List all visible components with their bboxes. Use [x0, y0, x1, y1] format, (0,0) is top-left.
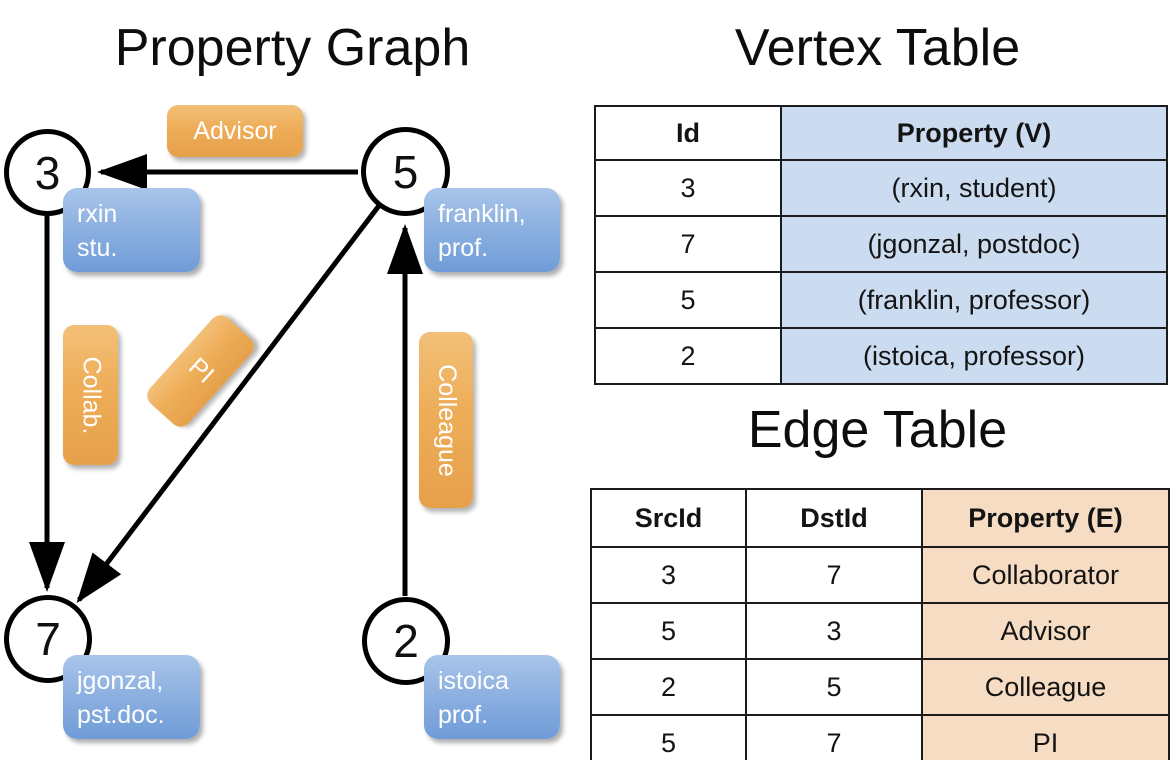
edge-table-cell-dstid: 7 — [745, 714, 923, 760]
vertex-table-cell-id: 5 — [594, 271, 782, 329]
vertex-property-box-jgonzal: jgonzal, pst.doc. — [63, 655, 200, 739]
table-row[interactable]: 2 5 Colleague — [590, 658, 1170, 716]
vertex-table-header-id: Id — [594, 105, 782, 161]
edge-label-advisor: Advisor — [167, 105, 303, 157]
table-row[interactable]: 3 (rxin, student) — [594, 159, 1168, 217]
edge-table-cell-property: Advisor — [921, 602, 1170, 660]
edge-table-cell-srcid: 5 — [590, 602, 747, 660]
vertex-table-cell-id: 2 — [594, 327, 782, 385]
property-graph-panel: Property Graph 3 5 7 — [4, 19, 560, 739]
edge-table-cell-dstid: 7 — [745, 546, 923, 604]
vertex-table-cell-property: (istoica, professor) — [780, 327, 1168, 385]
vertex-table-header-property: Property (V) — [780, 105, 1168, 161]
vertex-table-header-row: Id Property (V) — [594, 105, 1168, 161]
edge-table-header-dstid: DstId — [745, 488, 923, 548]
edge-label-colleague: Colleague — [419, 332, 473, 508]
page-title-property-graph: Property Graph — [114, 19, 471, 77]
edge-label-collab: Collab. — [63, 325, 118, 465]
table-row[interactable]: 5 7 PI — [590, 714, 1170, 760]
page-title-vertex-table: Vertex Table — [734, 19, 1021, 77]
vertex-property-box-istoica: istoica prof. — [424, 655, 560, 739]
edge-5-to-7 — [76, 201, 383, 604]
page-title-edge-table: Edge Table — [747, 401, 1008, 459]
graph-edges-svg — [28, 153, 424, 604]
edge-label-advisor-text: Advisor — [193, 116, 277, 145]
table-row[interactable]: 3 7 Collaborator — [590, 546, 1170, 604]
edge-label-pi-text: PI — [182, 352, 219, 389]
vertex-table: Id Property (V) 3 (rxin, student) 7 (jgo… — [594, 105, 1168, 385]
vertex-node-3-label: 3 — [34, 146, 61, 199]
edge-label-collab-text: Collab. — [77, 356, 106, 434]
vertex-table-cell-property: (rxin, student) — [780, 159, 1168, 217]
vertex-table-cell-property: (jgonzal, postdoc) — [780, 215, 1168, 273]
table-row[interactable]: 5 3 Advisor — [590, 602, 1170, 660]
edge-table-header-property: Property (E) — [921, 488, 1170, 548]
vertex-node-5[interactable]: 5 — [361, 127, 450, 216]
edge-table-cell-srcid: 3 — [590, 546, 747, 604]
vertex-node-5-label: 5 — [392, 145, 419, 198]
vertex-node-7-label: 7 — [35, 613, 61, 665]
edge-label-colleague-text: Colleague — [432, 363, 461, 477]
edge-table-cell-dstid: 3 — [745, 602, 923, 660]
edge-table: SrcId DstId Property (E) 3 7 Collaborato… — [590, 488, 1170, 760]
edge-table-header-srcid: SrcId — [590, 488, 747, 548]
edge-table-cell-property: Collaborator — [921, 546, 1170, 604]
vertex-table-cell-property: (franklin, professor) — [780, 271, 1168, 329]
table-row[interactable]: 7 (jgonzal, postdoc) — [594, 215, 1168, 273]
edge-table-header-row: SrcId DstId Property (E) — [590, 488, 1170, 548]
edge-table-cell-srcid: 2 — [590, 658, 747, 716]
edge-table-cell-property: Colleague — [921, 658, 1170, 716]
vertex-property-box-rxin: rxin stu. — [63, 188, 200, 272]
vertex-node-2[interactable]: 2 — [362, 597, 450, 685]
vertex-table-cell-id: 7 — [594, 215, 782, 273]
edge-table-cell-srcid: 5 — [590, 714, 747, 760]
table-row[interactable]: 2 (istoica, professor) — [594, 327, 1168, 385]
table-row[interactable]: 5 (franklin, professor) — [594, 271, 1168, 329]
vertex-node-2-label: 2 — [393, 615, 419, 667]
vertex-property-box-franklin: franklin, prof. — [424, 188, 560, 272]
edge-table-cell-dstid: 5 — [745, 658, 923, 716]
edge-table-cell-property: PI — [921, 714, 1170, 760]
vertex-table-cell-id: 3 — [594, 159, 782, 217]
